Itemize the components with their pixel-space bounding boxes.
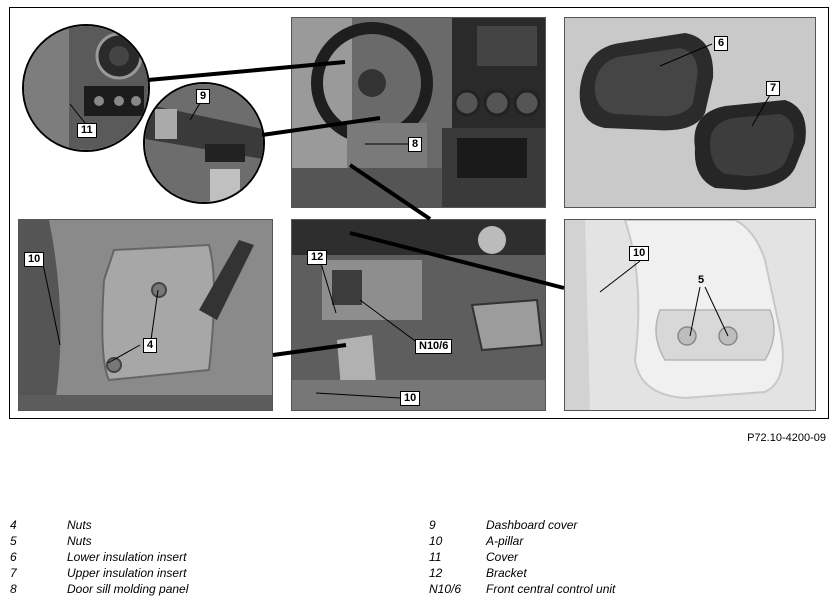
legend-text: Cover bbox=[486, 550, 519, 564]
legend-number: 6 bbox=[10, 550, 17, 564]
legend-number: 10 bbox=[429, 534, 443, 548]
legend-text: Upper insulation insert bbox=[67, 566, 187, 580]
callout-8: 8 bbox=[408, 137, 423, 152]
legend-text: Dashboard cover bbox=[486, 518, 578, 532]
legend-text: Door sill molding panel bbox=[67, 582, 189, 596]
legend-text: A-pillar bbox=[486, 534, 524, 548]
legend-text: Bracket bbox=[486, 566, 527, 580]
legend-number: 8 bbox=[10, 582, 17, 596]
legend-item: 9 Dashboard cover bbox=[429, 517, 615, 533]
legend-text: Nuts bbox=[67, 518, 92, 532]
photo-a-pillar-detail bbox=[564, 219, 816, 411]
callout-11: 11 bbox=[77, 123, 97, 138]
photo-a-pillar-nut bbox=[18, 219, 273, 411]
legend-number: 5 bbox=[10, 534, 17, 548]
legend-item: 10 A-pillar bbox=[429, 533, 615, 549]
legend-item: N10/6 Front central control unit bbox=[429, 581, 615, 597]
legend-text: Nuts bbox=[67, 534, 92, 548]
legend-number: 12 bbox=[429, 566, 443, 580]
callout-6: 6 bbox=[714, 36, 729, 51]
photo-dashboard bbox=[291, 17, 546, 208]
legend-right: 9 Dashboard cover 10 A-pillar 11 Cover 12 Br… bbox=[429, 517, 615, 597]
callout-9: 9 bbox=[196, 89, 211, 104]
legend-item: 6 Lower insulation insert bbox=[10, 549, 188, 565]
callout-10-right: 10 bbox=[629, 246, 650, 261]
callout-7: 7 bbox=[766, 81, 781, 96]
legend-item: 8 Door sill molding panel bbox=[10, 581, 188, 597]
callout-4: 4 bbox=[143, 338, 158, 353]
figure-reference: P72.10-4200-09 bbox=[747, 432, 826, 444]
legend-text: Lower insulation insert bbox=[67, 550, 187, 564]
photo-footwell bbox=[291, 219, 546, 411]
legend-number: N10/6 bbox=[429, 582, 462, 596]
legend-number: 9 bbox=[429, 518, 436, 532]
photo-insulation-inserts bbox=[564, 17, 816, 208]
legend-number: 7 bbox=[10, 566, 17, 580]
callout-N10-6: N10/6 bbox=[415, 339, 453, 354]
legend-item: 7 Upper insulation insert bbox=[10, 565, 188, 581]
callout-12: 12 bbox=[307, 250, 328, 265]
legend-item: 11 Cover bbox=[429, 549, 615, 565]
legend-item: 4 Nuts bbox=[10, 517, 188, 533]
callout-5: 5 bbox=[698, 274, 705, 286]
photo-dashboard-cover-inset bbox=[143, 82, 265, 204]
callout-10-middle: 10 bbox=[400, 391, 421, 406]
legend-item: 12 Bracket bbox=[429, 565, 615, 581]
callout-10-left: 10 bbox=[24, 252, 45, 267]
legend-text: Front central control unit bbox=[486, 582, 616, 596]
legend-number: 11 bbox=[429, 550, 442, 564]
legend-item: 5 Nuts bbox=[10, 533, 188, 549]
legend-number: 4 bbox=[10, 518, 17, 532]
